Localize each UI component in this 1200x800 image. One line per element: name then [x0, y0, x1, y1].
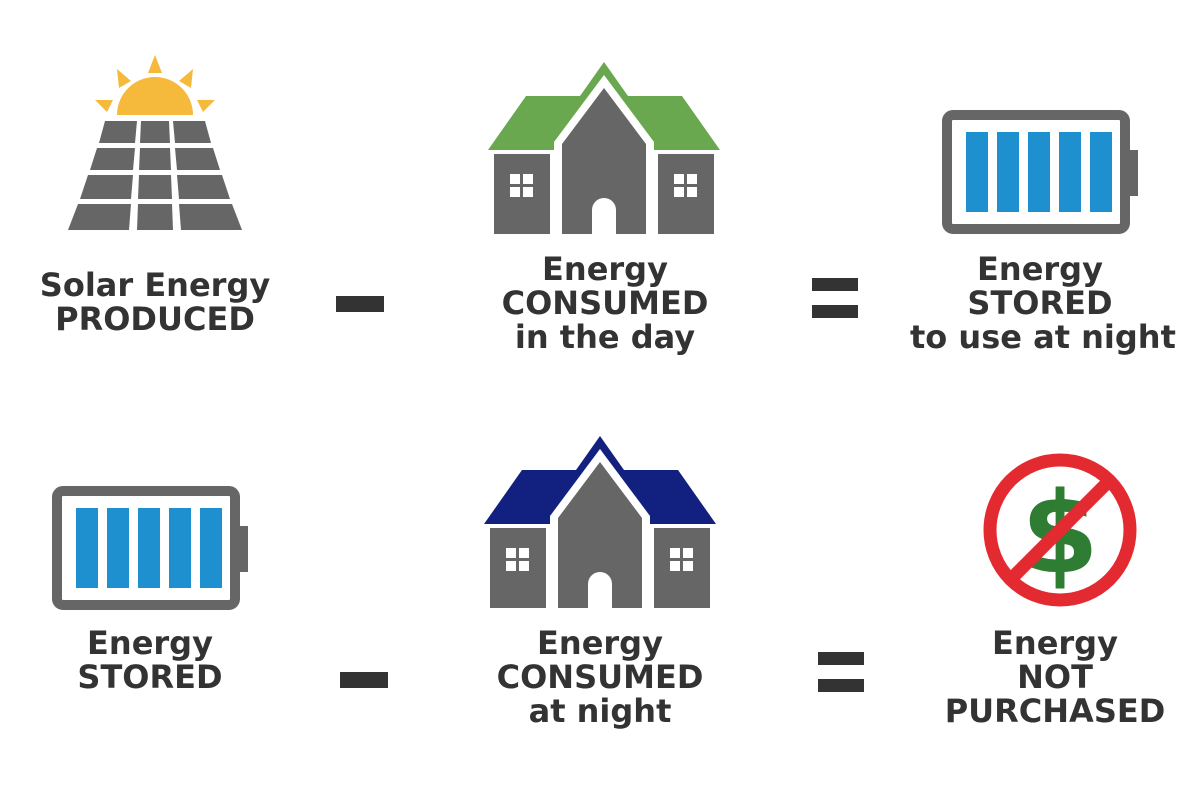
energy-stored-night-label: Energy STORED to use at night — [910, 250, 1176, 356]
energy-consumed-night-label: Energy CONSUMED at night — [496, 624, 704, 730]
solar-panel-sun-icon — [68, 55, 242, 230]
no-dollar-icon: $ — [983, 453, 1137, 607]
house-blue-roof-icon — [484, 436, 716, 608]
energy-consumed-day-label: Energy CONSUMED in the day — [501, 250, 709, 356]
energy-stored-label: Energy STORED — [77, 624, 223, 696]
battery-full-icon — [942, 110, 1138, 234]
battery-full-icon — [52, 486, 248, 610]
minus-operator-row1 — [336, 296, 384, 312]
solar-energy-produced-label: Solar Energy PRODUCED — [39, 266, 271, 338]
minus-operator-row2 — [340, 672, 388, 688]
energy-not-purchased-label: Energy NOT PURCHASED — [944, 624, 1166, 730]
equals-operator-row2 — [818, 652, 864, 692]
equals-operator-row1 — [812, 278, 858, 318]
house-green-roof-icon — [488, 62, 720, 234]
